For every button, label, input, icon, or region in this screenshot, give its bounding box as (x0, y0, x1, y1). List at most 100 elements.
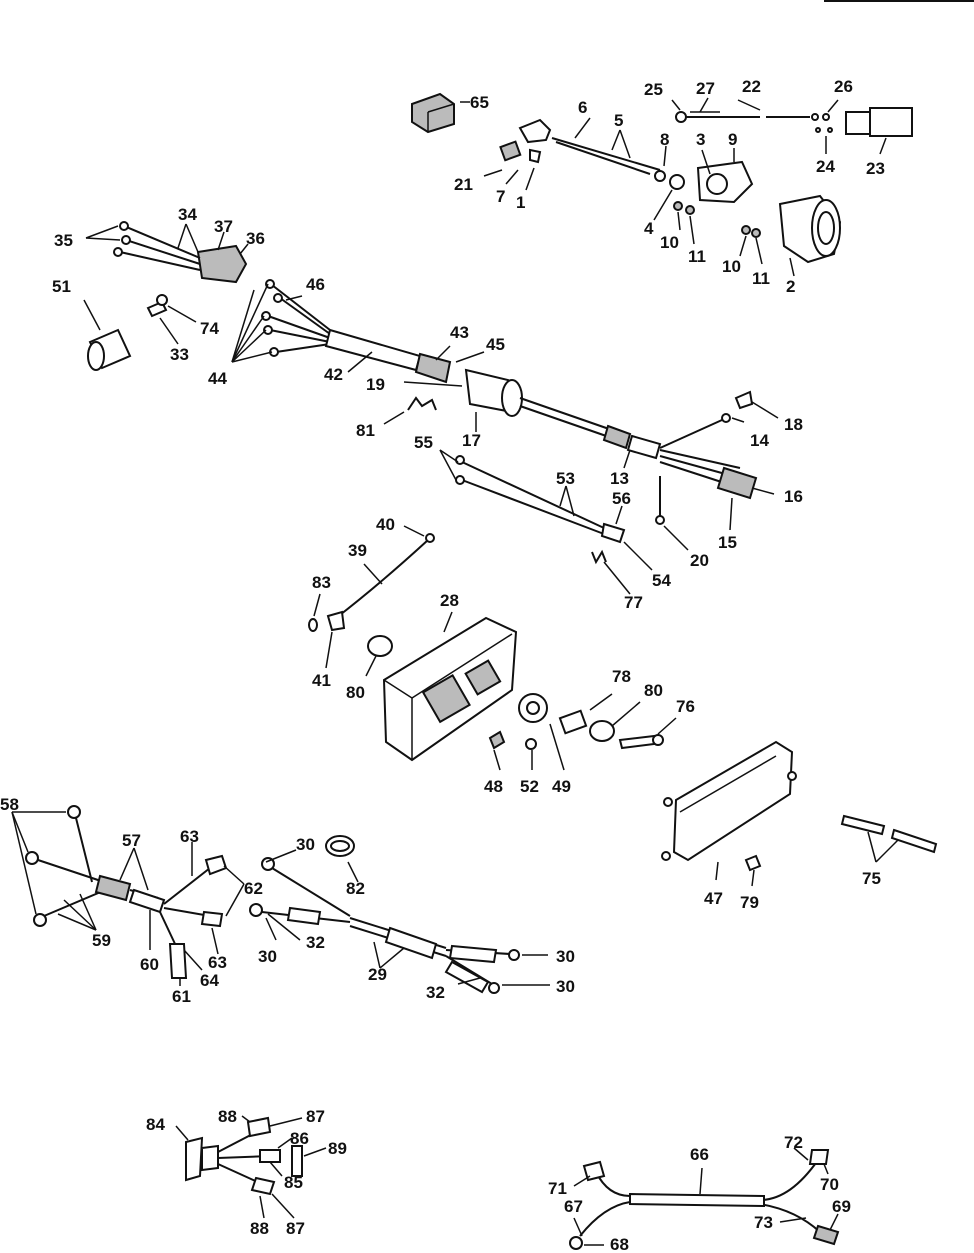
label-10-bottom: 10 (722, 257, 741, 276)
label-54: 54 (652, 571, 671, 590)
label-74: 74 (200, 319, 219, 338)
label-56: 56 (612, 489, 631, 508)
label-41: 41 (312, 671, 331, 690)
label-1: 1 (516, 193, 525, 212)
label-47: 47 (704, 889, 723, 908)
label-8: 8 (660, 130, 669, 149)
label-32-top: 32 (306, 933, 325, 952)
label-68: 68 (610, 1235, 629, 1253)
label-10-top: 10 (660, 233, 679, 252)
label-39: 39 (348, 541, 367, 560)
part-37-connector (85, 221, 249, 284)
part-65-relay (411, 92, 470, 134)
label-77: 77 (624, 593, 643, 612)
label-75: 75 (862, 869, 881, 888)
label-85: 85 (284, 1173, 303, 1192)
label-18: 18 (784, 415, 803, 434)
label-37: 37 (214, 217, 233, 236)
label-26: 26 (834, 77, 853, 96)
label-34: 34 (178, 205, 197, 224)
part-75-sleeves (840, 814, 938, 863)
label-72: 72 (784, 1133, 803, 1152)
label-49: 49 (552, 777, 571, 796)
label-67: 67 (564, 1197, 583, 1216)
label-30-top: 30 (296, 835, 315, 854)
label-43: 43 (450, 323, 469, 342)
label-22: 22 (742, 77, 761, 96)
label-32-bottom: 32 (426, 983, 445, 1002)
label-20: 20 (690, 551, 709, 570)
label-45: 45 (486, 335, 505, 354)
label-70: 70 (820, 1175, 839, 1194)
part-29-battery-cable (249, 835, 550, 994)
label-14: 14 (750, 431, 769, 450)
part-2-gauge (653, 148, 842, 277)
label-52: 52 (520, 777, 539, 796)
label-28: 28 (440, 591, 459, 610)
label-78: 78 (612, 667, 631, 686)
label-51: 51 (52, 277, 71, 296)
label-84: 84 (146, 1115, 165, 1134)
label-80-right: 80 (644, 681, 663, 700)
label-88-top: 88 (218, 1107, 237, 1126)
label-71: 71 (548, 1179, 567, 1198)
label-83: 83 (312, 573, 331, 592)
label-65: 65 (470, 93, 489, 112)
key-switch-assembly (483, 117, 667, 191)
label-58: 58 (0, 795, 19, 814)
label-80-left: 80 (346, 683, 365, 702)
label-63-top: 63 (180, 827, 199, 846)
callout-labels: 65 6 5 8 21 7 1 25 27 22 26 24 23 3 9 4 … (0, 77, 885, 1253)
label-24: 24 (816, 157, 835, 176)
label-88-bottom: 88 (250, 1219, 269, 1238)
label-86: 86 (290, 1129, 309, 1148)
label-81: 81 (356, 421, 375, 440)
label-76: 76 (676, 697, 695, 716)
label-21: 21 (454, 175, 473, 194)
label-13: 13 (610, 469, 629, 488)
part-51-boot (83, 294, 197, 371)
label-19: 19 (366, 375, 385, 394)
label-46: 46 (306, 275, 325, 294)
label-89: 89 (328, 1139, 347, 1158)
label-35: 35 (54, 231, 73, 250)
label-63-bottom: 63 (208, 953, 227, 972)
label-4: 4 (644, 219, 654, 238)
label-27: 27 (696, 79, 715, 98)
part-39-ground-wire (308, 525, 435, 669)
label-3: 3 (696, 130, 705, 149)
label-25: 25 (644, 80, 663, 99)
label-6: 6 (578, 98, 587, 117)
top-harness-22 (671, 97, 913, 155)
part-81-clip (383, 396, 437, 425)
label-23: 23 (866, 159, 885, 178)
label-42: 42 (324, 365, 343, 384)
label-16: 16 (784, 487, 803, 506)
label-11-bottom: 11 (752, 269, 770, 288)
label-36: 36 (246, 229, 265, 248)
part-66-harness (569, 1147, 840, 1250)
label-61: 61 (172, 987, 191, 1006)
label-87-bottom: 87 (286, 1219, 305, 1238)
top-rule (824, 0, 974, 2)
part-28-power-pack (365, 611, 677, 771)
label-44: 44 (208, 369, 227, 388)
part-47-cover (661, 740, 797, 887)
label-5: 5 (614, 111, 623, 130)
label-57: 57 (122, 831, 141, 850)
part-53-harness (439, 449, 653, 595)
label-87-top: 87 (306, 1107, 325, 1126)
label-60: 60 (140, 955, 159, 974)
part-17-plug (403, 368, 779, 551)
label-9: 9 (728, 130, 737, 149)
label-55: 55 (414, 433, 433, 452)
label-73: 73 (754, 1213, 773, 1232)
label-53: 53 (556, 469, 575, 488)
label-30-bottom: 30 (556, 977, 575, 996)
label-15: 15 (718, 533, 737, 552)
label-64: 64 (200, 971, 219, 990)
part-57-harness (11, 805, 245, 986)
label-59: 59 (92, 931, 111, 950)
label-17: 17 (462, 431, 481, 450)
